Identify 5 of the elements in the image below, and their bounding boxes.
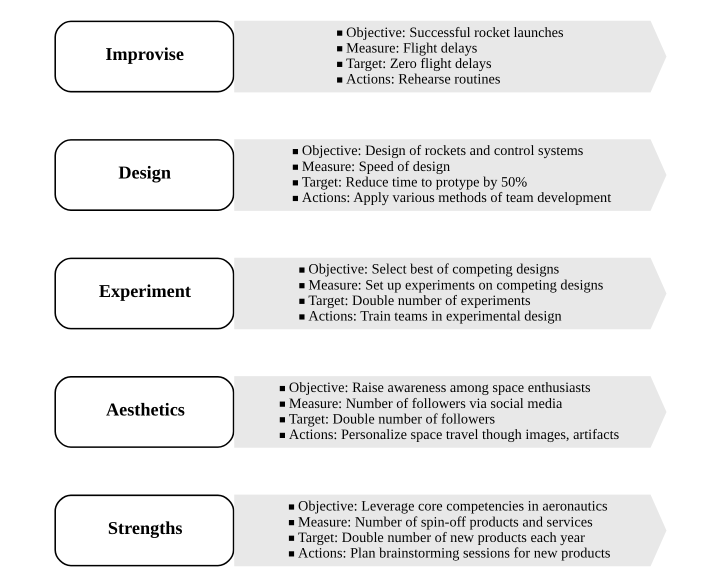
node-box: Strengths	[54, 494, 234, 566]
node-box: Aesthetics	[54, 376, 234, 448]
node-box: Improvise	[54, 20, 234, 92]
node-box: Design	[54, 139, 234, 211]
node-box: Experiment	[54, 258, 234, 330]
